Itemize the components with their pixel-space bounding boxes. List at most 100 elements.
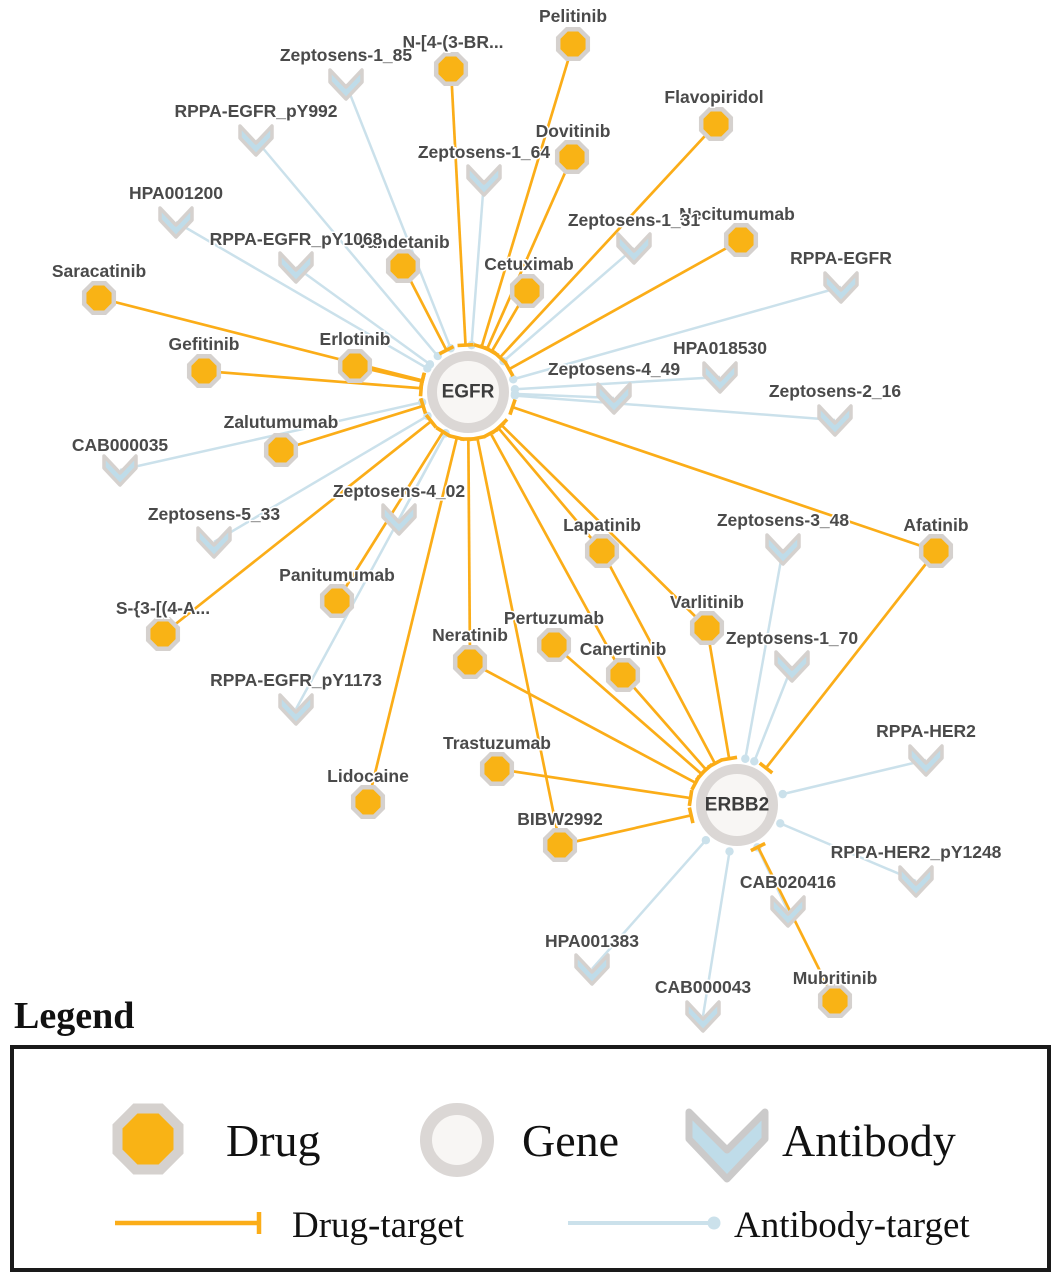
gene-circle-icon bbox=[427, 351, 509, 433]
node-label: Erlotinib bbox=[320, 329, 391, 349]
antibody-chevron-icon bbox=[685, 1108, 769, 1183]
drug-octagon-icon bbox=[723, 222, 759, 258]
gene-circle-icon bbox=[696, 764, 778, 846]
antibody-target-edge bbox=[782, 758, 927, 796]
inhibition-tee-icon bbox=[698, 763, 714, 777]
node-label: Flavopiridol bbox=[664, 87, 763, 107]
drug-node-dovitinib bbox=[554, 139, 590, 175]
antibody-target-edge bbox=[512, 285, 842, 381]
drug-node-zalutumumab bbox=[263, 432, 299, 468]
antibody-target-edge bbox=[701, 851, 731, 1017]
antibody-node-z1-70 bbox=[774, 650, 810, 683]
antibody-node-rppa-egfr-py1173 bbox=[278, 693, 314, 726]
edge-endpoint-dot-icon bbox=[425, 360, 435, 369]
antibody-chevron-icon bbox=[898, 865, 934, 898]
node-label: Varlitinib bbox=[670, 592, 744, 612]
drug-target-edge bbox=[497, 427, 604, 552]
edge-endpoint-dot-icon bbox=[778, 789, 787, 799]
antibody-target-edge bbox=[514, 375, 721, 391]
drug-octagon-icon bbox=[605, 657, 641, 693]
antibody-chevron-icon bbox=[196, 526, 232, 559]
node-label: Saracatinib bbox=[52, 261, 146, 281]
antibody-node-z4-49 bbox=[596, 382, 632, 415]
edge-endpoint-dot-icon bbox=[510, 391, 520, 400]
inhibition-tee-icon bbox=[482, 427, 499, 439]
drug-octagon-icon bbox=[350, 784, 386, 820]
node-label: RPPA-HER2_pY1248 bbox=[831, 842, 1002, 862]
drug-node-pelitinib bbox=[555, 26, 591, 62]
drug-node-mubritinib bbox=[817, 983, 853, 1019]
drug-octagon-icon bbox=[536, 627, 572, 663]
antibody-chevron-icon bbox=[765, 533, 801, 566]
node-label: Cetuximab bbox=[484, 254, 573, 274]
node-label: RPPA-EGFR_pY992 bbox=[174, 101, 337, 121]
node-label: Lidocaine bbox=[327, 766, 409, 786]
inhibition-tee-icon bbox=[418, 373, 426, 390]
node-label: RPPA-HER2 bbox=[876, 721, 976, 741]
node-label: Canertinib bbox=[580, 639, 667, 659]
network-graph: EGFRERBB2PelitinibN-[4-(3-BR...Flavopiri… bbox=[50, 5, 1003, 1033]
drug-node-erlotinib bbox=[337, 348, 373, 384]
drug-target-edge bbox=[489, 432, 625, 676]
drug-octagon-icon bbox=[584, 533, 620, 569]
antibody-node-rppa-her2-py1248 bbox=[898, 865, 934, 898]
drug-target-edge bbox=[764, 550, 938, 769]
drug-octagon-icon bbox=[112, 1103, 184, 1175]
drug-octagon-icon bbox=[817, 983, 853, 1019]
inhibition-tee-icon bbox=[419, 397, 428, 415]
node-label: S-{3-[(4-A... bbox=[116, 598, 210, 618]
node-label: N-[4-(3-BR... bbox=[402, 32, 503, 52]
drug-octagon-icon bbox=[319, 583, 355, 619]
inhibition-tee-icon bbox=[690, 774, 701, 791]
node-label: Mubritinib bbox=[793, 968, 878, 988]
drug-octagon-icon bbox=[337, 348, 373, 384]
node-label: RPPA-EGFR bbox=[790, 248, 892, 268]
antibody-node-z2-16 bbox=[817, 404, 853, 437]
antibody-node-z1-64 bbox=[466, 164, 502, 197]
drug-target-edge bbox=[705, 627, 731, 759]
antibody-node-z1-31 bbox=[616, 232, 652, 265]
antibody-target-edge bbox=[213, 414, 429, 544]
inhibition-tee-icon bbox=[758, 761, 774, 775]
drug-target-edge bbox=[508, 238, 742, 371]
inhibition-tee-icon bbox=[438, 344, 455, 356]
inhibition-tee-icon bbox=[494, 418, 509, 432]
node-label: Zeptosens-4_02 bbox=[333, 481, 466, 501]
antibody-target-edge bbox=[591, 839, 707, 970]
drug-node-gefitinib bbox=[186, 353, 222, 389]
node-label: Zeptosens-1_70 bbox=[726, 628, 859, 648]
antibody-chevron-icon bbox=[574, 953, 610, 986]
antibody-target-edges bbox=[119, 83, 927, 1017]
antibody-chevron-icon bbox=[770, 895, 806, 928]
antibody-target-edge bbox=[344, 83, 452, 349]
antibody-node-hpa001200 bbox=[158, 206, 194, 239]
antibody-node-rppa-egfr-py992 bbox=[238, 124, 274, 157]
drug-target-edge bbox=[366, 437, 459, 803]
antibody-chevron-icon bbox=[685, 1000, 721, 1033]
antibody-chevron-icon bbox=[466, 164, 502, 197]
drug-target-edge bbox=[559, 814, 692, 847]
antibody-chevron-icon bbox=[774, 650, 810, 683]
drug-target-edge bbox=[485, 156, 574, 350]
node-label: HPA001200 bbox=[129, 183, 223, 203]
edge-endpoint-dot-icon bbox=[701, 836, 711, 845]
node-label: CAB000043 bbox=[655, 977, 752, 997]
drug-octagon-icon bbox=[479, 751, 515, 787]
drug-target-edge bbox=[280, 404, 424, 452]
drug-target-edge-icon bbox=[115, 1212, 262, 1234]
drug-octagon-icon bbox=[452, 644, 488, 680]
drug-node-pertuzumab bbox=[536, 627, 572, 663]
antibody-chevron-icon bbox=[158, 206, 194, 239]
node-label: Neratinib bbox=[432, 625, 508, 645]
drug-octagon-icon bbox=[509, 273, 545, 309]
drug-target-edge bbox=[466, 438, 472, 663]
edge-endpoint-dot-icon bbox=[776, 819, 785, 828]
antibody-chevron-icon bbox=[616, 232, 652, 265]
legend-box: Drug Gene Antibody Drug-target Antibody-… bbox=[10, 1045, 1051, 1272]
node-label: CAB000035 bbox=[72, 435, 169, 455]
legend-antibody-target-label: Antibody-target bbox=[734, 1205, 970, 1246]
drug-target-edge bbox=[162, 420, 433, 636]
drug-target-edges bbox=[98, 43, 938, 1002]
drug-node-n4-3br bbox=[433, 51, 469, 87]
